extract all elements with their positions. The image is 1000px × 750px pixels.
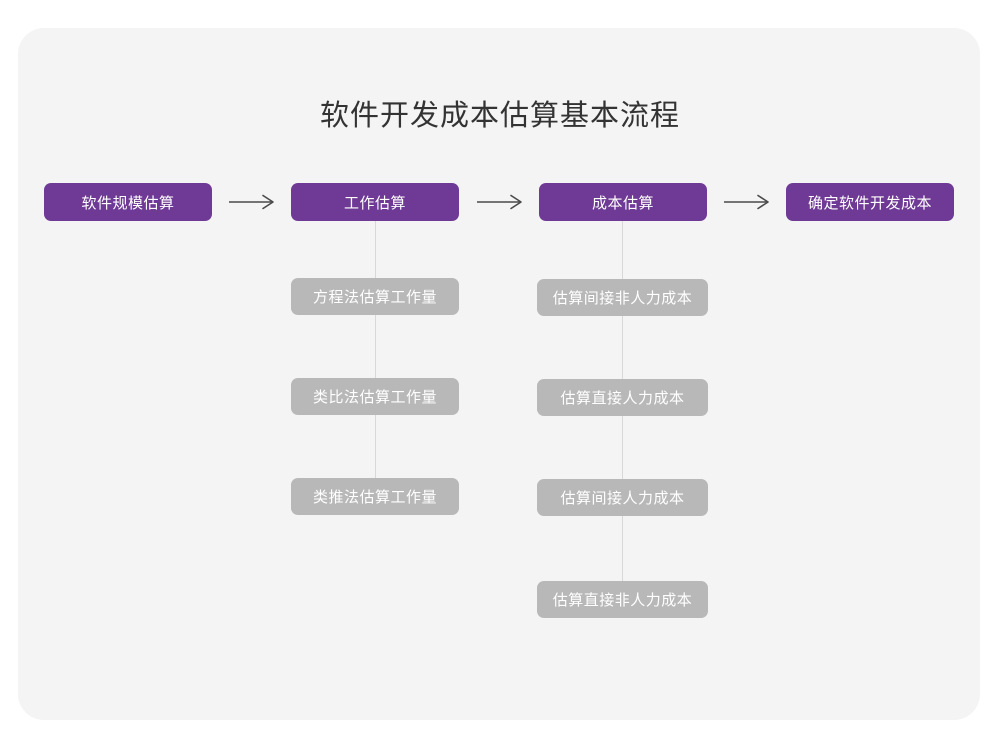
- branch-item-label: 方程法估算工作量: [312, 289, 437, 306]
- main-step-label: 确定软件开发成本: [807, 194, 932, 212]
- main-step-2[interactable]: 工作估算: [291, 183, 459, 221]
- branch-item-label: 估算直接非人力成本: [552, 592, 693, 609]
- arrow-right-icon-1: [228, 186, 276, 218]
- branch-connector-1: [375, 221, 376, 479]
- branch-item-label: 类推法估算工作量: [312, 489, 437, 506]
- main-step-3[interactable]: 成本估算: [539, 183, 707, 221]
- page-title: 软件开发成本估算基本流程: [319, 100, 680, 132]
- arrow-right-icon-3: [723, 186, 771, 218]
- branch-item-label: 估算间接非人力成本: [552, 290, 693, 307]
- branch-item-label: 估算直接人力成本: [560, 390, 685, 407]
- branch-1-item-1[interactable]: 方程法估算工作量: [291, 278, 459, 315]
- main-step-4[interactable]: 确定软件开发成本: [786, 183, 954, 221]
- main-step-1[interactable]: 软件规模估算: [44, 183, 212, 221]
- main-step-label: 成本估算: [591, 194, 654, 212]
- branch-2-item-2[interactable]: 估算直接人力成本: [537, 379, 708, 416]
- diagram-card: [18, 28, 980, 720]
- branch-item-label: 估算间接人力成本: [560, 490, 685, 507]
- branch-1-item-2[interactable]: 类比法估算工作量: [291, 378, 459, 415]
- branch-item-label: 类比法估算工作量: [312, 389, 437, 406]
- branch-1-item-3[interactable]: 类推法估算工作量: [291, 478, 459, 515]
- branch-2-item-3[interactable]: 估算间接人力成本: [537, 479, 708, 516]
- main-step-label: 工作估算: [343, 194, 406, 212]
- arrow-right-icon-2: [476, 186, 524, 218]
- main-step-label: 软件规模估算: [81, 194, 175, 212]
- branch-2-item-1[interactable]: 估算间接非人力成本: [537, 279, 708, 316]
- branch-2-item-4[interactable]: 估算直接非人力成本: [537, 581, 708, 618]
